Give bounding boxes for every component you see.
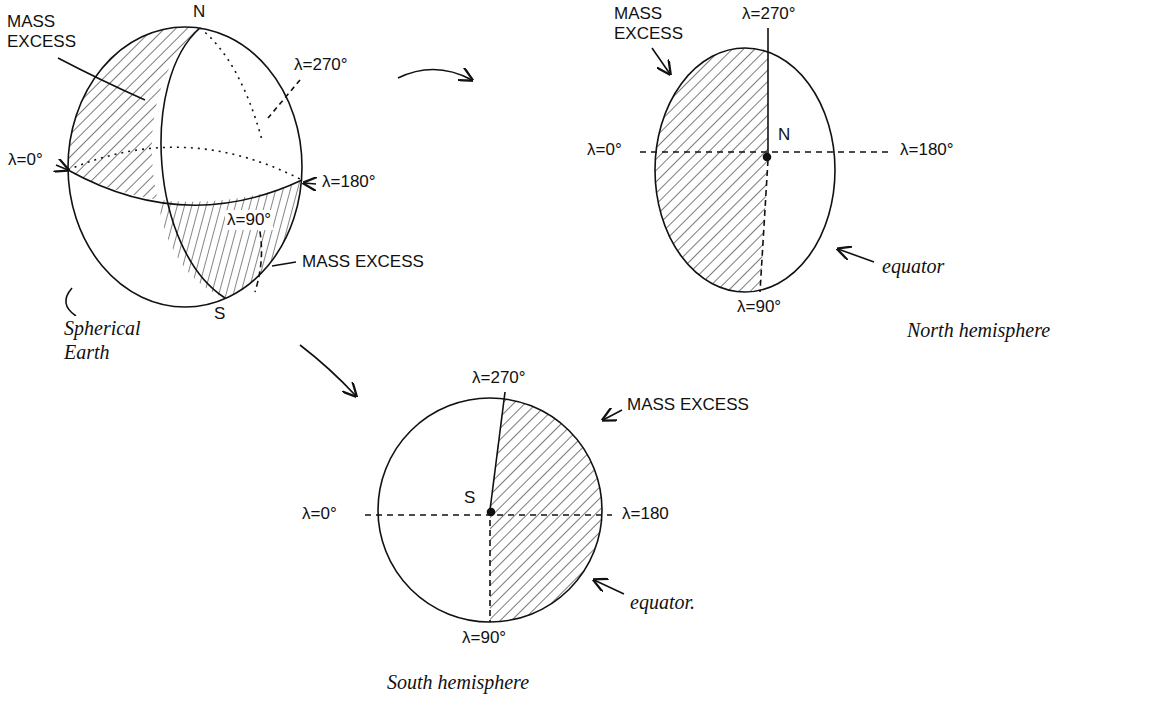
leader-arrow bbox=[304, 183, 316, 184]
figure-label: λ=180° bbox=[898, 140, 956, 160]
figure-label: λ=270° bbox=[470, 368, 528, 388]
leader-arrow bbox=[594, 580, 624, 594]
figure-label: λ=270° bbox=[740, 4, 798, 24]
flow-arrow bbox=[300, 345, 356, 396]
hatch-group bbox=[60, 20, 310, 300]
figure-label: λ=0° bbox=[585, 140, 624, 160]
meridian-line bbox=[490, 392, 505, 510]
figure-label: λ=180° bbox=[320, 172, 378, 192]
figure-label: λ=0° bbox=[6, 150, 45, 170]
meridian-line bbox=[161, 28, 225, 298]
back-meridian bbox=[200, 28, 262, 140]
bracket-line bbox=[66, 288, 76, 316]
mass-excess-hatch bbox=[640, 40, 768, 300]
figure-label: N bbox=[191, 2, 207, 22]
leader-line bbox=[272, 262, 296, 266]
north-figure bbox=[640, 28, 892, 300]
leader-line bbox=[58, 58, 145, 100]
figure-label: N bbox=[776, 125, 792, 145]
meridian-line bbox=[760, 160, 768, 292]
figure-label: MASS EXCESS bbox=[5, 12, 87, 53]
hemisphere-outline bbox=[655, 48, 835, 292]
figure-label: λ=90° bbox=[225, 210, 273, 230]
mass-excess-hatch bbox=[158, 178, 310, 300]
sphere-figure bbox=[56, 20, 472, 396]
hatch-group bbox=[640, 40, 768, 300]
hatch-group bbox=[490, 390, 610, 630]
figure-label: equator. bbox=[628, 590, 697, 614]
pole-dot bbox=[764, 154, 771, 161]
flow-arrow bbox=[398, 69, 472, 80]
figure-label: λ=180 bbox=[620, 504, 671, 524]
figure-label: λ=0° bbox=[300, 504, 339, 524]
figure-label: MASS EXCESS bbox=[625, 395, 751, 415]
pole-dot bbox=[488, 509, 495, 516]
south-figure bbox=[365, 390, 624, 630]
figure-label: λ=90° bbox=[460, 628, 508, 648]
figure-label: S bbox=[462, 488, 477, 508]
figure-label: S bbox=[212, 304, 227, 324]
figure-label: equator bbox=[880, 254, 946, 278]
leader-arrow bbox=[603, 410, 622, 420]
figure-label: North hemisphere bbox=[905, 318, 1052, 342]
mass-excess-hatch bbox=[490, 390, 610, 630]
equator-front bbox=[68, 170, 302, 205]
equator-back bbox=[68, 147, 302, 180]
figure-label: South hemisphere bbox=[385, 670, 531, 694]
figure-label: Spherical Earth bbox=[62, 316, 162, 364]
sphere-outline bbox=[68, 27, 302, 307]
leader-arrow bbox=[652, 48, 670, 74]
leader-line bbox=[268, 80, 300, 118]
meridian-line bbox=[489, 510, 491, 622]
leader-arrow bbox=[56, 165, 68, 170]
meridian-line bbox=[767, 28, 769, 160]
leader-arrow bbox=[838, 249, 874, 262]
hemisphere-outline bbox=[378, 398, 602, 622]
figure-label: λ=270° bbox=[292, 55, 350, 75]
figure-label: MASS EXCESS bbox=[612, 4, 694, 45]
figure-label: λ=90° bbox=[735, 297, 783, 317]
figure-label: MASS EXCESS bbox=[300, 252, 426, 272]
axis-line bbox=[640, 151, 892, 153]
